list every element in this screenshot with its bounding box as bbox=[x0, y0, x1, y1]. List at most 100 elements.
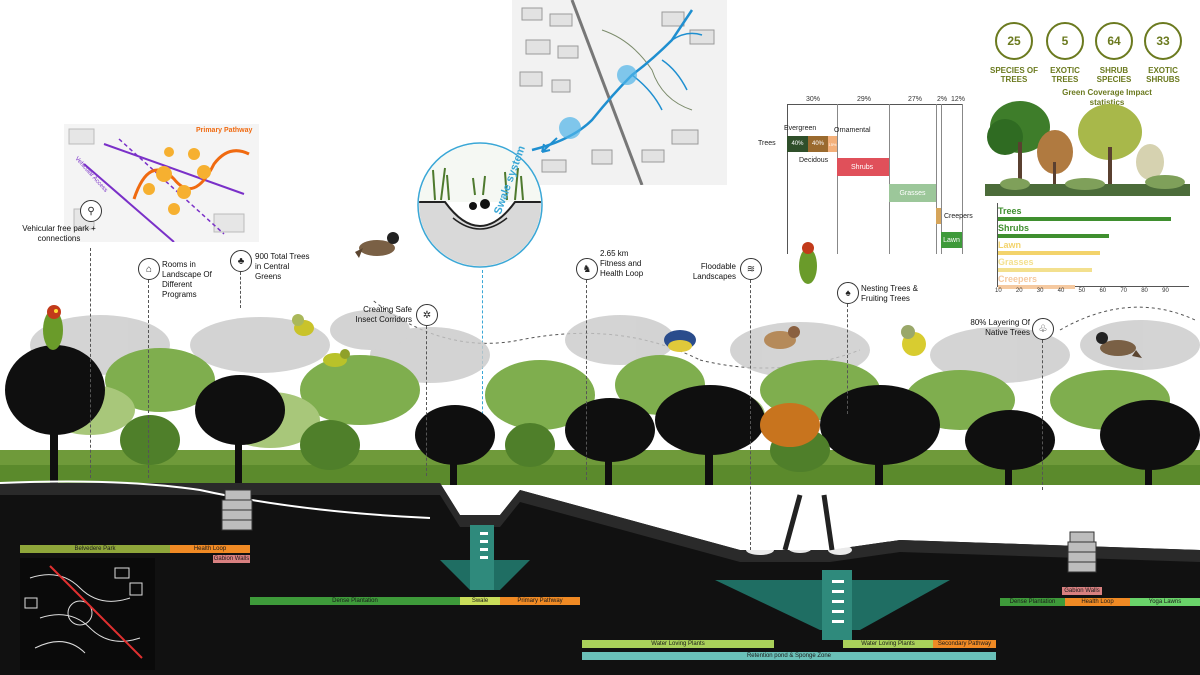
green-impact-axis-tick: 50 bbox=[1078, 288, 1086, 294]
green-impact-row-label: Creepers bbox=[998, 274, 1038, 284]
fitness-icon: ♞ bbox=[576, 258, 598, 280]
green-impact-bar bbox=[998, 285, 1076, 289]
leader-line bbox=[750, 280, 751, 550]
band-secondary-pathway: Secondary Pathway bbox=[933, 640, 996, 648]
green-impact-axis-tick: 30 bbox=[1036, 288, 1044, 294]
stat-species-of-trees: 25 SPECIES OF TREES bbox=[990, 22, 1038, 84]
stat-label: SHRUB SPECIES bbox=[1096, 66, 1132, 84]
stat-exotic-shrubs: 33 EXOTIC SHRUBS bbox=[1139, 22, 1187, 84]
yellow-bird-illustration bbox=[901, 325, 926, 356]
coverage-segment-decidous: 40% bbox=[808, 136, 828, 152]
annotation-layering-native: 80% Layering Of Native Trees bbox=[970, 318, 1030, 337]
inset-primary-pathway-label: Primary Pathway bbox=[196, 127, 253, 134]
swale-dashed-leader bbox=[482, 270, 483, 480]
coverage-percent: 29% bbox=[857, 96, 872, 103]
stat-shrub-species: 64 SHRUB SPECIES bbox=[1090, 22, 1138, 84]
band-primary-pathway: Primary Pathway bbox=[500, 597, 580, 605]
band-health-loop: Health Loop bbox=[1065, 598, 1130, 606]
coverage-percent: 27% bbox=[908, 96, 923, 103]
coverage-divider bbox=[837, 104, 838, 254]
stat-value: 33 bbox=[1144, 22, 1182, 60]
rooms-inset-plan bbox=[64, 124, 259, 242]
green-impact-row-label: Lawn bbox=[998, 240, 1022, 250]
annotation-insect-corridors: Creating Safe Insect Corridors bbox=[355, 305, 412, 324]
coverage-divider bbox=[889, 104, 890, 254]
green-impact-bar bbox=[998, 268, 1092, 272]
band-retention-pond: Retention pond & Sponge Zone bbox=[582, 652, 996, 660]
coverage-segment-ornamental: 15% bbox=[828, 136, 837, 152]
green-impact-axis-tick: 70 bbox=[1120, 288, 1128, 294]
green-impact-bar bbox=[998, 217, 1172, 221]
green-impact-row-label: Trees bbox=[998, 206, 1022, 216]
annotation-fitness-loop: 2.65 km Fitness and Health Loop bbox=[600, 249, 644, 278]
coverage-percent: 30% bbox=[806, 96, 821, 103]
green-impact-row-label: Shrubs bbox=[998, 223, 1030, 233]
bulbul-bird-illustration bbox=[1096, 332, 1142, 358]
barbet-bird-illustration bbox=[43, 305, 63, 350]
leader-line bbox=[240, 272, 241, 308]
green-impact-axis-tick: 60 bbox=[1099, 288, 1107, 294]
coverage-segment-evergreen: 40% bbox=[787, 136, 808, 152]
coverage-segment-creepers bbox=[936, 208, 941, 224]
green-impact-illustration bbox=[985, 101, 1190, 196]
parking-icon: ⚲ bbox=[80, 200, 102, 222]
band-belvedere-park: Belvedere Park bbox=[20, 545, 170, 553]
bulbul-bird-illustration bbox=[355, 232, 399, 258]
band-health-loop: Health Loop bbox=[170, 545, 250, 553]
coverage-divider bbox=[941, 104, 942, 254]
band-dense-plantation: Dense Plantation bbox=[250, 597, 460, 605]
coverage-trees-label: Trees bbox=[758, 140, 776, 147]
insect-icon: ✲ bbox=[416, 304, 438, 326]
green-impact-x-axis bbox=[997, 286, 1189, 287]
stat-label: SPECIES OF TREES bbox=[990, 66, 1039, 84]
green-impact-axis-tick: 40 bbox=[1057, 288, 1065, 294]
stat-value: 64 bbox=[1095, 22, 1133, 60]
coverage-segment-lawn: Lawn bbox=[941, 232, 962, 248]
native-trees-icon: ♧ bbox=[1032, 318, 1054, 340]
band-gabion-walls: Gabion Walls bbox=[213, 555, 250, 563]
coverage-divider bbox=[962, 104, 963, 254]
green-bird-illustration bbox=[323, 349, 350, 367]
nesting-bird-icon: ♠ bbox=[837, 282, 859, 304]
coverage-divider bbox=[936, 104, 937, 254]
leader-line bbox=[426, 326, 427, 476]
coverage-ornamental-label: Ornamental bbox=[834, 127, 871, 134]
band-water-loving-plants: Water Loving Plants bbox=[843, 640, 933, 648]
leader-line bbox=[847, 304, 848, 414]
leader-line bbox=[148, 280, 149, 478]
coverage-percent: 12% bbox=[951, 96, 966, 103]
coverage-creepers-label: Creepers bbox=[944, 213, 973, 220]
rooms-icon: ⌂ bbox=[138, 258, 160, 280]
leader-line bbox=[90, 248, 91, 478]
yellow-bird-illustration bbox=[292, 314, 314, 336]
green-impact-row-label: Grasses bbox=[998, 257, 1034, 267]
stat-label: EXOTIC TREES bbox=[1050, 66, 1080, 84]
swale-detail-circle bbox=[417, 142, 543, 268]
coverage-evergreen-label: Evergreen bbox=[784, 125, 817, 132]
floodable-icon: ≋ bbox=[740, 258, 762, 280]
trees-icon: ♣ bbox=[230, 250, 252, 272]
stat-value: 25 bbox=[995, 22, 1033, 60]
annotation-nesting-trees: Nesting Trees & Fruiting Trees bbox=[861, 284, 918, 303]
sparrow-bird-illustration bbox=[764, 326, 800, 349]
band-gabion-walls: Gabion Walls bbox=[1062, 587, 1102, 595]
coverage-percent: 2% bbox=[937, 96, 948, 103]
green-impact-bar bbox=[998, 234, 1109, 238]
annotation-floodable: Floodable Landscapes bbox=[692, 262, 736, 281]
green-impact-bar bbox=[998, 251, 1101, 255]
coverage-decidous-label: Decidous bbox=[799, 157, 829, 164]
coverage-segment-grasses: Grasses bbox=[889, 184, 936, 202]
green-impact-axis-tick: 90 bbox=[1162, 288, 1169, 294]
annotation-rooms: Rooms in Landscape Of Different Programs bbox=[162, 260, 212, 299]
green-impact-axis-tick: 20 bbox=[1015, 288, 1023, 294]
landscape-section bbox=[0, 300, 1200, 675]
coverage-left-axis bbox=[787, 104, 788, 254]
annotation-900-trees: 900 Total Trees in Central Greens bbox=[255, 252, 310, 281]
green-impact-axis-tick: 10 bbox=[995, 288, 1002, 294]
band-dense-plantation: Dense Plantation bbox=[1000, 598, 1065, 606]
site-aerial-map bbox=[512, 0, 727, 185]
annotation-vehicular: Vehicular free park + connections bbox=[22, 224, 96, 243]
green-impact-title: Green Coverage Impact statistics bbox=[1062, 88, 1152, 107]
green-impact-y-axis bbox=[997, 203, 998, 286]
leader-line bbox=[1042, 340, 1043, 490]
